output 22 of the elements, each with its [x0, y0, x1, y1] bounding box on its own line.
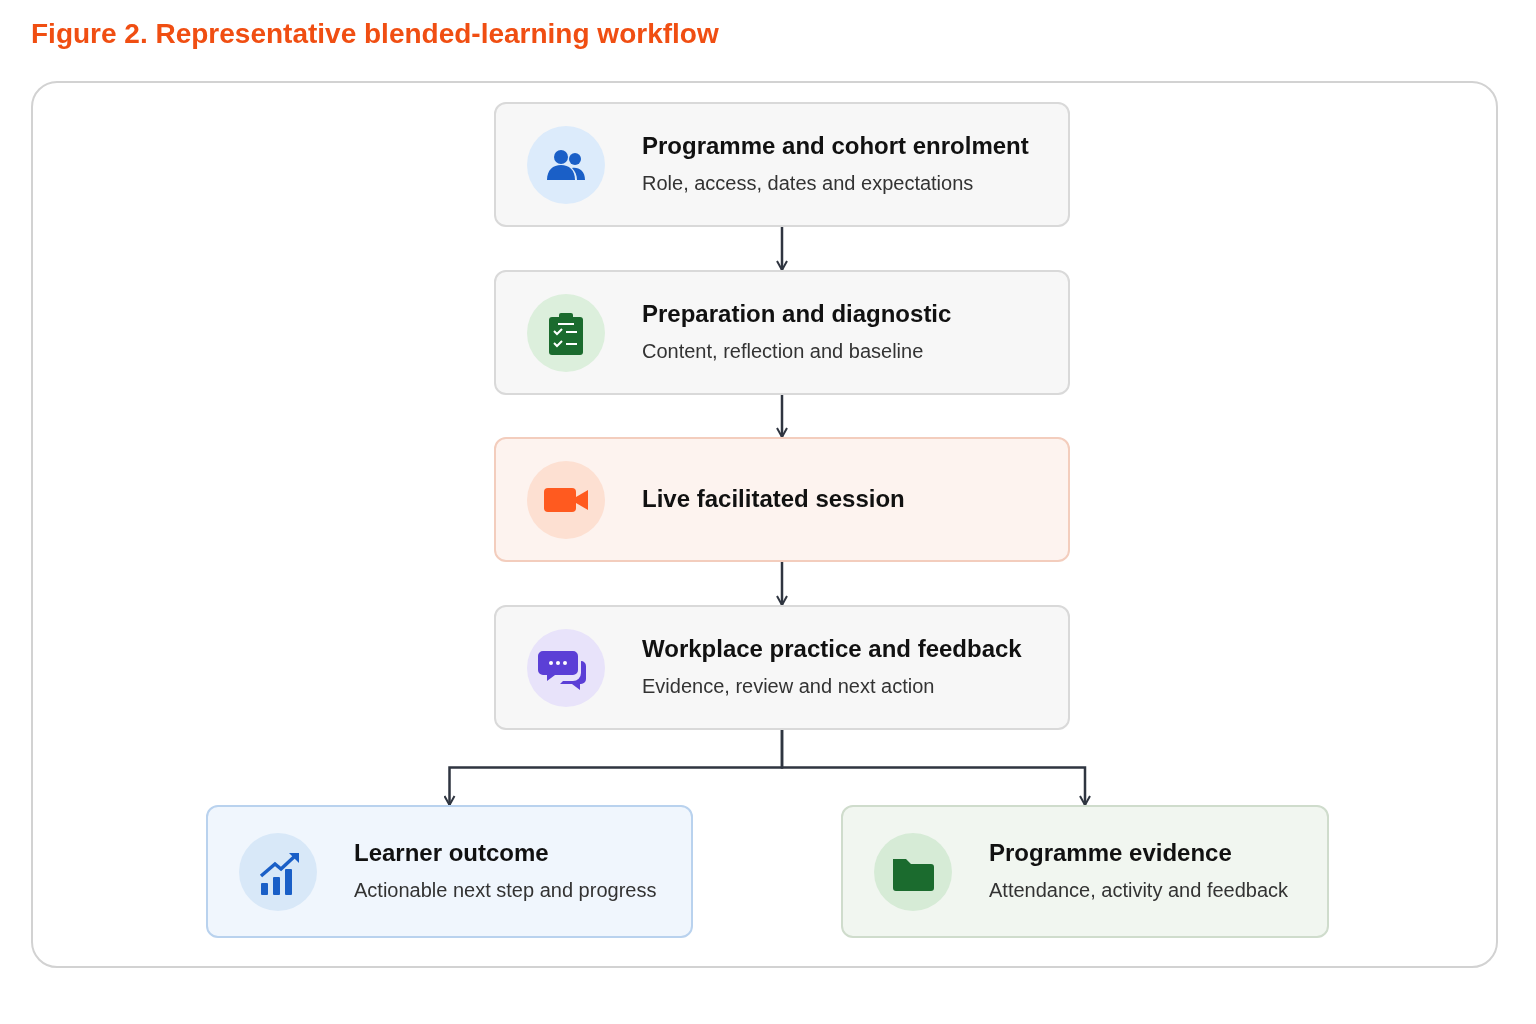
step-title: Programme and cohort enrolment	[642, 132, 1029, 160]
arrow	[776, 562, 788, 606]
step-description: Role, access, dates and expectations	[642, 172, 974, 195]
process-box	[494, 102, 1070, 227]
step-title: Learner outcome	[354, 839, 549, 867]
step-title: Live facilitated session	[642, 484, 905, 513]
figure-title: Figure 2. Representative blended-learning workflow	[31, 18, 719, 50]
arrow	[776, 395, 788, 438]
process-box	[494, 437, 1070, 562]
step-description: Content, reflection and baseline	[642, 340, 924, 363]
process-box	[494, 605, 1070, 730]
step-description: Attendance, activity and feedback	[989, 879, 1289, 902]
step-title: Workplace practice and feedback	[642, 635, 1022, 663]
step-title: Preparation and diagnostic	[642, 300, 952, 328]
step-description: Evidence, review and next action	[642, 675, 935, 698]
arrow	[780, 730, 1091, 806]
process-box	[206, 805, 693, 938]
process-box	[841, 805, 1329, 938]
step-title: Programme evidence	[989, 839, 1232, 867]
arrow	[776, 227, 788, 271]
process-box	[494, 270, 1070, 395]
step-description: Actionable next step and progress	[354, 879, 657, 902]
